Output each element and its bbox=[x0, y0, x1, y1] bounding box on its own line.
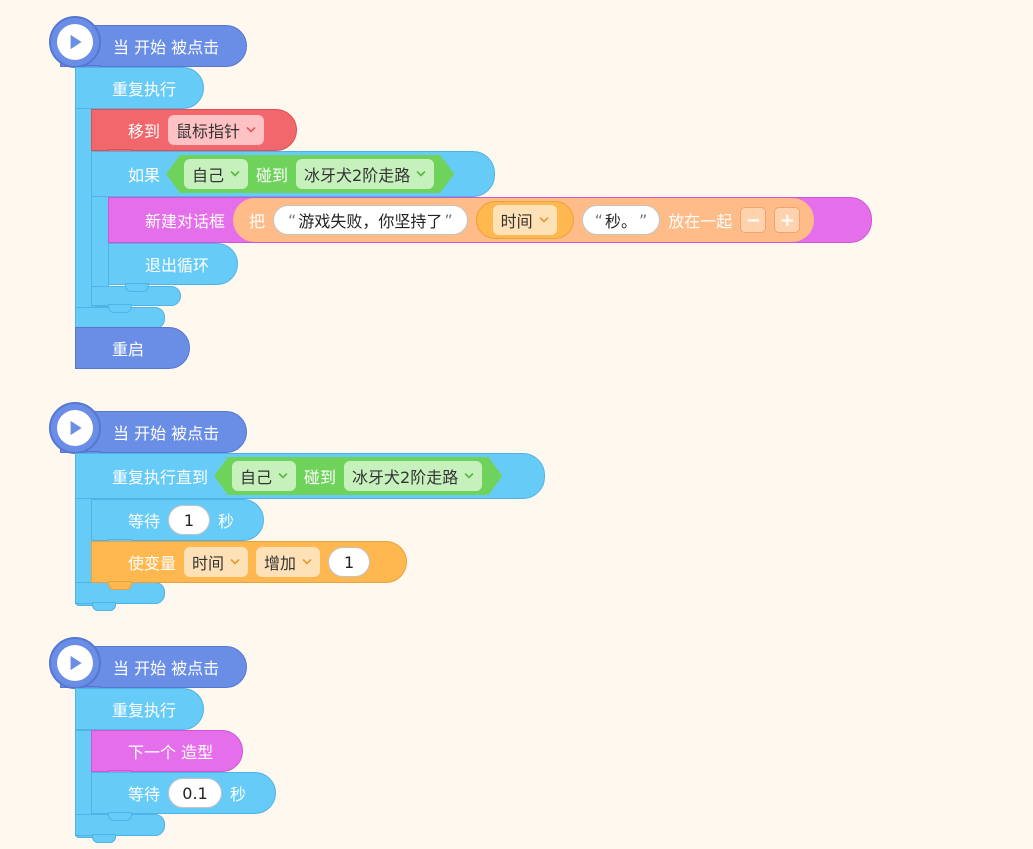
touch-subject-dropdown[interactable]: 自己 bbox=[184, 159, 248, 189]
chevron-down-icon bbox=[302, 557, 312, 567]
change-op-dropdown[interactable]: 增加 bbox=[256, 547, 321, 577]
join-text-1-value: 游戏失败，你坚持了 bbox=[298, 212, 443, 231]
play-icon bbox=[64, 31, 86, 53]
forever-label: 重复执行 bbox=[112, 701, 177, 720]
play-icon bbox=[64, 417, 86, 439]
new-dialog-label: 新建对话框 bbox=[145, 212, 226, 231]
change-variable-label: 使变量 bbox=[128, 554, 177, 573]
touching-label: 碰到 bbox=[256, 166, 289, 185]
if-block[interactable]: 如果 自己 碰到 冰牙犬2阶走路 bbox=[91, 151, 495, 197]
add-item-button[interactable]: + bbox=[774, 207, 801, 233]
restart-block[interactable]: 重启 bbox=[75, 327, 190, 369]
forever-label: 重复执行 bbox=[112, 80, 177, 99]
break-loop-block[interactable]: 退出循环 bbox=[108, 243, 238, 292]
wait-unit: 秒 bbox=[230, 785, 247, 804]
forever-foot[interactable] bbox=[75, 814, 165, 843]
start-hat-icon[interactable] bbox=[49, 637, 101, 689]
close-quote: ” bbox=[444, 210, 453, 230]
touch-target-value: 冰牙犬2阶走路 bbox=[304, 166, 411, 185]
wait-unit: 秒 bbox=[218, 512, 235, 531]
chevron-down-icon bbox=[230, 169, 240, 179]
touch-target-dropdown[interactable]: 冰牙犬2阶走路 bbox=[344, 461, 482, 491]
next-costume-block[interactable]: 下一个 造型 bbox=[91, 730, 243, 779]
touch-subject-value: 自己 bbox=[240, 468, 273, 487]
start-hat-icon[interactable] bbox=[49, 16, 101, 68]
hat-label: 当 开始 被点击 bbox=[113, 424, 220, 443]
change-var-value: 时间 bbox=[192, 554, 225, 573]
wait-label: 等待 bbox=[128, 785, 161, 804]
wait-block[interactable]: 等待 1 秒 bbox=[91, 499, 264, 548]
open-quote: “ bbox=[594, 210, 603, 230]
touching-label: 碰到 bbox=[304, 468, 337, 487]
chevron-down-icon bbox=[539, 215, 549, 225]
wait-seconds-input[interactable]: 0.1 bbox=[168, 778, 223, 808]
move-target-dropdown[interactable]: 鼠标指针 bbox=[168, 115, 265, 145]
change-variable-block[interactable]: 使变量 时间 增加 1 bbox=[91, 541, 407, 590]
move-to-block[interactable]: 移到 鼠标指针 bbox=[91, 109, 297, 158]
change-op-value: 增加 bbox=[264, 554, 297, 573]
join-var-dropdown[interactable]: 时间 bbox=[492, 205, 557, 235]
touch-subject-value: 自己 bbox=[192, 166, 225, 185]
join-suffix: 放在一起 bbox=[668, 212, 733, 231]
repeat-until-label: 重复执行直到 bbox=[112, 468, 209, 487]
move-to-label: 移到 bbox=[128, 122, 161, 141]
join-var-value: 时间 bbox=[500, 212, 533, 231]
chevron-down-icon bbox=[230, 557, 240, 567]
forever-block[interactable]: 重复执行 bbox=[75, 688, 204, 730]
touch-subject-dropdown[interactable]: 自己 bbox=[232, 461, 296, 491]
repeat-until-foot[interactable] bbox=[75, 582, 165, 611]
touching-condition[interactable]: 自己 碰到 冰牙犬2阶走路 bbox=[166, 155, 454, 193]
touching-condition[interactable]: 自己 碰到 冰牙犬2阶走路 bbox=[214, 457, 502, 495]
chevron-down-icon bbox=[464, 471, 474, 481]
next-costume-label: 下一个 造型 bbox=[128, 743, 214, 762]
chevron-down-icon bbox=[278, 471, 288, 481]
if-label: 如果 bbox=[128, 166, 161, 185]
chevron-down-icon bbox=[416, 169, 426, 179]
wait-seconds-input[interactable]: 1 bbox=[168, 505, 211, 535]
break-loop-label: 退出循环 bbox=[145, 256, 210, 275]
chevron-down-icon bbox=[246, 125, 256, 135]
touch-target-value: 冰牙犬2阶走路 bbox=[352, 468, 459, 487]
wait-block[interactable]: 等待 0.1 秒 bbox=[91, 772, 276, 821]
hat-label: 当 开始 被点击 bbox=[113, 38, 220, 57]
change-amount-input[interactable]: 1 bbox=[328, 547, 371, 577]
play-icon bbox=[64, 652, 86, 674]
repeat-until-block[interactable]: 重复执行直到 自己 碰到 冰牙犬2阶走路 bbox=[75, 453, 545, 499]
move-target-value: 鼠标指针 bbox=[176, 122, 241, 141]
time-variable-reporter[interactable]: 时间 bbox=[475, 201, 574, 239]
join-text-1-input[interactable]: “ 游戏失败，你坚持了 ” bbox=[273, 205, 468, 235]
touch-target-dropdown[interactable]: 冰牙犬2阶走路 bbox=[296, 159, 434, 189]
restart-label: 重启 bbox=[112, 340, 145, 359]
wait-label: 等待 bbox=[128, 512, 161, 531]
change-var-dropdown[interactable]: 时间 bbox=[184, 547, 249, 577]
open-quote: “ bbox=[288, 210, 297, 230]
join-operator[interactable]: 把 “ 游戏失败，你坚持了 ” 时间 “ 秒。 ” 放在一起 − + bbox=[233, 198, 815, 242]
join-prefix: 把 bbox=[249, 212, 266, 231]
forever-block[interactable]: 重复执行 bbox=[75, 67, 204, 109]
new-dialog-block[interactable]: 新建对话框 把 “ 游戏失败，你坚持了 ” 时间 “ 秒。 ” 放在一起 − + bbox=[108, 197, 872, 243]
join-text-2-value: 秒。 bbox=[604, 212, 637, 231]
join-text-2-input[interactable]: “ 秒。 ” bbox=[581, 205, 661, 235]
hat-label: 当 开始 被点击 bbox=[113, 659, 220, 678]
start-hat-icon[interactable] bbox=[49, 402, 101, 454]
remove-item-button[interactable]: − bbox=[740, 207, 767, 233]
close-quote: ” bbox=[638, 210, 648, 230]
